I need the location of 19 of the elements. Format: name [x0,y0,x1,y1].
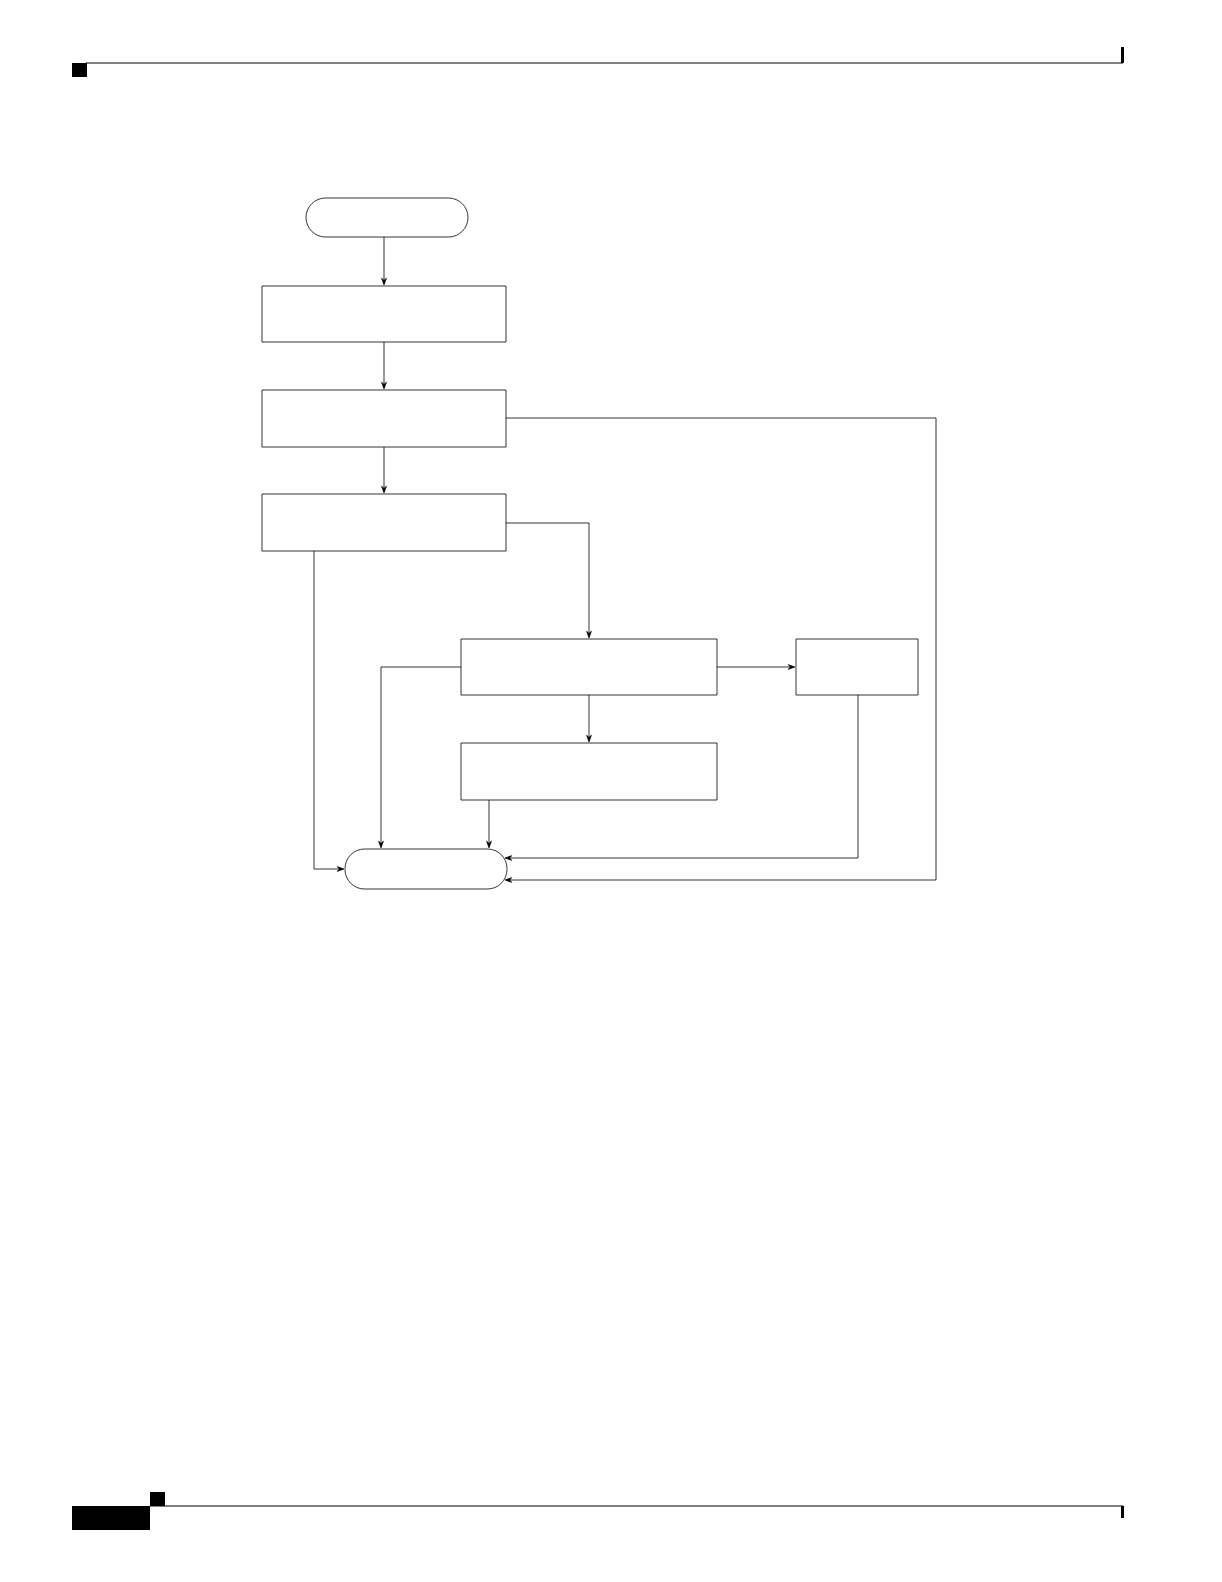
arrow [586,694,592,743]
arrow [381,341,387,390]
process-box [261,493,507,552]
arrow [505,522,592,639]
arrow [378,666,462,849]
arrow [381,236,387,286]
process-box [261,389,507,448]
process-box [460,742,718,801]
arrow [504,417,937,883]
arrow [486,799,492,849]
arrow [381,446,387,494]
arrow [716,664,796,670]
process-box [261,285,507,343]
terminal-capsule [305,197,469,238]
arrow [504,694,859,861]
arrow [313,550,345,872]
terminal-capsule [344,848,508,890]
process-box [460,638,718,696]
process-box [795,638,919,696]
